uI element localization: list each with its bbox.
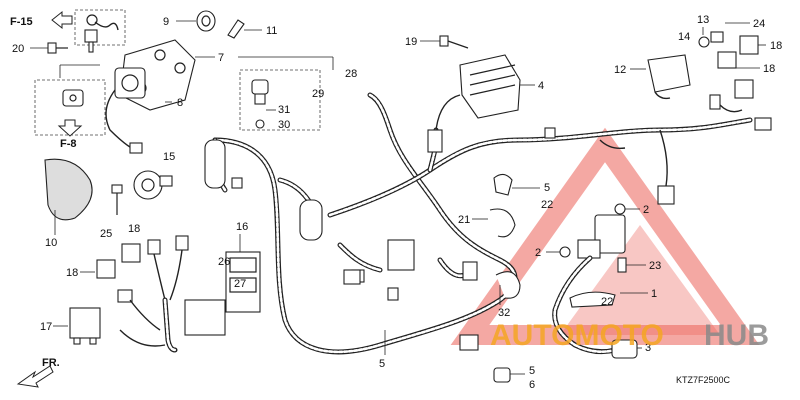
part-number-label: 19 bbox=[405, 36, 417, 48]
part-number-label: 26 bbox=[218, 256, 230, 268]
part-number-label: 2 bbox=[643, 204, 649, 216]
part-number-label: 21 bbox=[458, 214, 470, 226]
part-number-label: 29 bbox=[312, 88, 324, 100]
part-number-label: 8 bbox=[177, 97, 183, 109]
part-number-label: 18 bbox=[128, 223, 140, 235]
part-16-fuse-box: 16 26 27 bbox=[184, 221, 261, 336]
part-28-29-socket: 28 29 31 30 bbox=[238, 56, 357, 131]
sensor-part-top bbox=[84, 14, 119, 53]
part-number-label: 4 bbox=[538, 80, 544, 92]
part-7-ignition-switch: 7 8 bbox=[34, 39, 224, 154]
part-number-label: 11 bbox=[266, 25, 277, 37]
part-number-label: 17 bbox=[40, 321, 52, 333]
watermark-text: AUTOMOTO HUB bbox=[490, 319, 769, 352]
part-18-relays-right: 18 18 bbox=[709, 35, 782, 131]
svg-text:FR.: FR. bbox=[42, 357, 60, 369]
part-18-relays-left: 18 18 bbox=[66, 223, 189, 353]
drawing-code: KTZ7F2500C bbox=[676, 375, 731, 385]
part-11-clip: 11 bbox=[227, 19, 277, 39]
part-number-label: 16 bbox=[236, 221, 248, 233]
part-23-bolt: 23 bbox=[617, 257, 661, 273]
part-32-clamp: 32 bbox=[495, 271, 521, 319]
f8-reference: F-8 bbox=[57, 119, 83, 150]
part-number-label: 30 bbox=[278, 119, 290, 131]
part-13-14-24: 13 14 24 bbox=[678, 14, 765, 48]
part-number-label: 20 bbox=[12, 43, 24, 55]
part-number-label: 3 bbox=[645, 342, 651, 354]
part-number-label: 24 bbox=[753, 18, 765, 30]
part-number-label: 7 bbox=[218, 52, 224, 64]
part-25-bolt: 25 bbox=[100, 184, 123, 240]
part-1-22-bracket: 1 22 bbox=[569, 288, 657, 308]
part-number-label: 2 bbox=[535, 247, 541, 259]
part-4-regulator: 4 bbox=[427, 54, 544, 153]
f15-label: F-15 bbox=[10, 16, 33, 28]
f15-reference: F-15 bbox=[10, 10, 73, 30]
front-direction-arrow: FR. bbox=[16, 357, 60, 388]
part-number-label: 10 bbox=[45, 237, 57, 249]
part-number-label: 5 bbox=[379, 358, 385, 370]
svg-text:F-8: F-8 bbox=[60, 138, 77, 150]
part-number-label: 13 bbox=[697, 14, 709, 26]
watermark-text-orange: AUTOMOTO bbox=[490, 319, 664, 352]
part-number-label: 22 bbox=[601, 296, 613, 308]
part-number-label: 27 bbox=[234, 278, 246, 290]
part-19-bolt: 19 bbox=[405, 35, 469, 49]
part-number-label: 6 bbox=[529, 379, 535, 391]
part-17-relay: 17 bbox=[40, 307, 101, 345]
part-number-label: 25 bbox=[100, 228, 112, 240]
part-10-cover: 10 bbox=[44, 158, 93, 249]
fuse-connectors-left bbox=[204, 139, 399, 301]
harness-connectors-center bbox=[343, 239, 478, 285]
part-number-label: 18 bbox=[66, 267, 78, 279]
watermark-text-gray: HUB bbox=[704, 319, 769, 352]
part-20-bolt: 20 bbox=[12, 42, 68, 55]
part-number-label: 9 bbox=[163, 16, 169, 28]
part-number-label: 12 bbox=[614, 64, 626, 76]
part-2-bolt-upper: 2 bbox=[614, 203, 649, 216]
part-number-label: 18 bbox=[763, 63, 775, 75]
part-12-cdi: 12 bbox=[614, 54, 691, 100]
part-15-horn: 15 bbox=[133, 151, 175, 200]
part-number-label: 32 bbox=[498, 307, 510, 319]
part-5-clip-lower: 5 5 6 bbox=[379, 330, 535, 391]
part-number-label: 5 bbox=[529, 365, 535, 377]
part-number-label: 28 bbox=[345, 68, 357, 80]
part-ignition-coil: 3 bbox=[552, 214, 651, 359]
watermark-logo bbox=[450, 127, 760, 345]
part-number-label: 1 bbox=[651, 288, 657, 300]
part-number-label: 31 bbox=[278, 104, 290, 116]
part-21-clamp: 21 bbox=[458, 208, 516, 238]
part-number-label: 5 bbox=[544, 182, 550, 194]
part-5-22-clip-upper: 5 22 bbox=[493, 173, 553, 211]
part-number-label: 22 bbox=[541, 199, 553, 211]
part-number-label: 18 bbox=[770, 40, 782, 52]
part-number-label: 14 bbox=[678, 31, 690, 43]
part-number-label: 23 bbox=[649, 260, 661, 272]
part-number-label: 15 bbox=[163, 151, 175, 163]
part-9-grommet: 9 bbox=[163, 10, 216, 32]
part-2-bolt-middle: 2 bbox=[535, 246, 571, 259]
connectors-upper-right bbox=[544, 127, 675, 205]
